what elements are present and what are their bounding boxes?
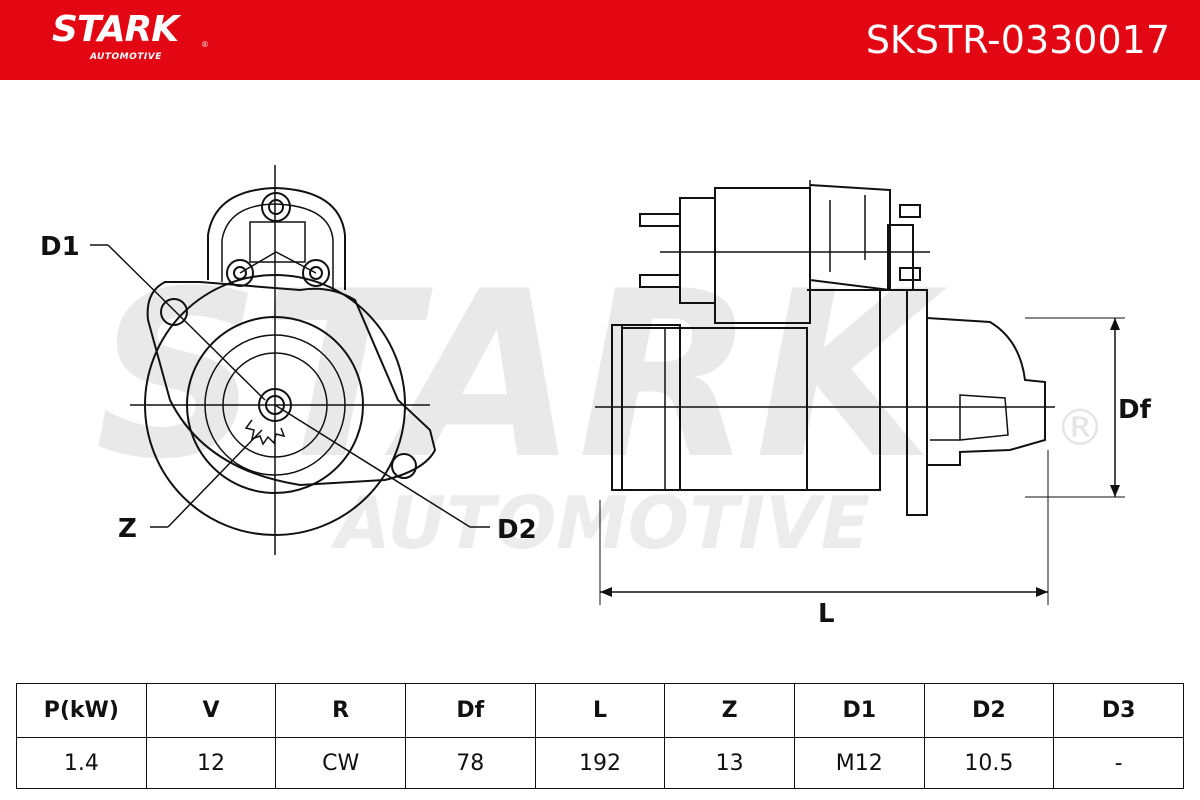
stark-logo: STARK AUTOMOTIVE ® [52,9,208,63]
spec-value: 78 [404,737,536,789]
spec-value: 10.5 [923,737,1055,789]
spec-value: 1.4 [16,737,147,789]
logo-subtext: AUTOMOTIVE [90,52,162,62]
label-d1: D1 [40,232,80,262]
spec-value: - [1053,737,1184,789]
logo-text: STARK [52,9,179,50]
header-bar: STARK AUTOMOTIVE ® SKSTR-0330017 [0,0,1200,80]
label-d2: D2 [497,515,537,545]
spec-header: Df [404,683,536,738]
spec-header: L [534,683,666,738]
watermark-registered: ® [1055,399,1105,457]
spec-value: CW [275,737,406,789]
part-number: SKSTR-0330017 [865,18,1170,62]
label-df: Df [1118,395,1152,425]
technical-drawing: STARK AUTOMOTIVE ® [40,165,1152,629]
spec-header: Z [664,683,795,738]
spec-value: 13 [664,737,795,789]
side-view [595,180,1125,605]
spec-header: D2 [923,683,1055,738]
registered-mark: ® [202,40,208,49]
spec-header: D3 [1053,683,1184,738]
spec-header: D1 [793,683,925,738]
spec-value: 192 [534,737,666,789]
label-l: L [818,599,835,629]
spec-table: P(kW) V R Df L Z D1 D2 D3 1.4 12 CW 78 1… [16,683,1184,789]
spec-header: R [275,683,406,738]
spec-header: P(kW) [16,683,147,738]
spec-header: V [145,683,277,738]
label-z: Z [118,514,137,544]
spec-header-row: P(kW) V R Df L Z D1 D2 D3 [16,683,1184,738]
spec-value: 12 [145,737,277,789]
spec-value-row: 1.4 12 CW 78 192 13 M12 10.5 - [16,737,1184,789]
spec-value: M12 [793,737,925,789]
front-view [90,165,490,555]
